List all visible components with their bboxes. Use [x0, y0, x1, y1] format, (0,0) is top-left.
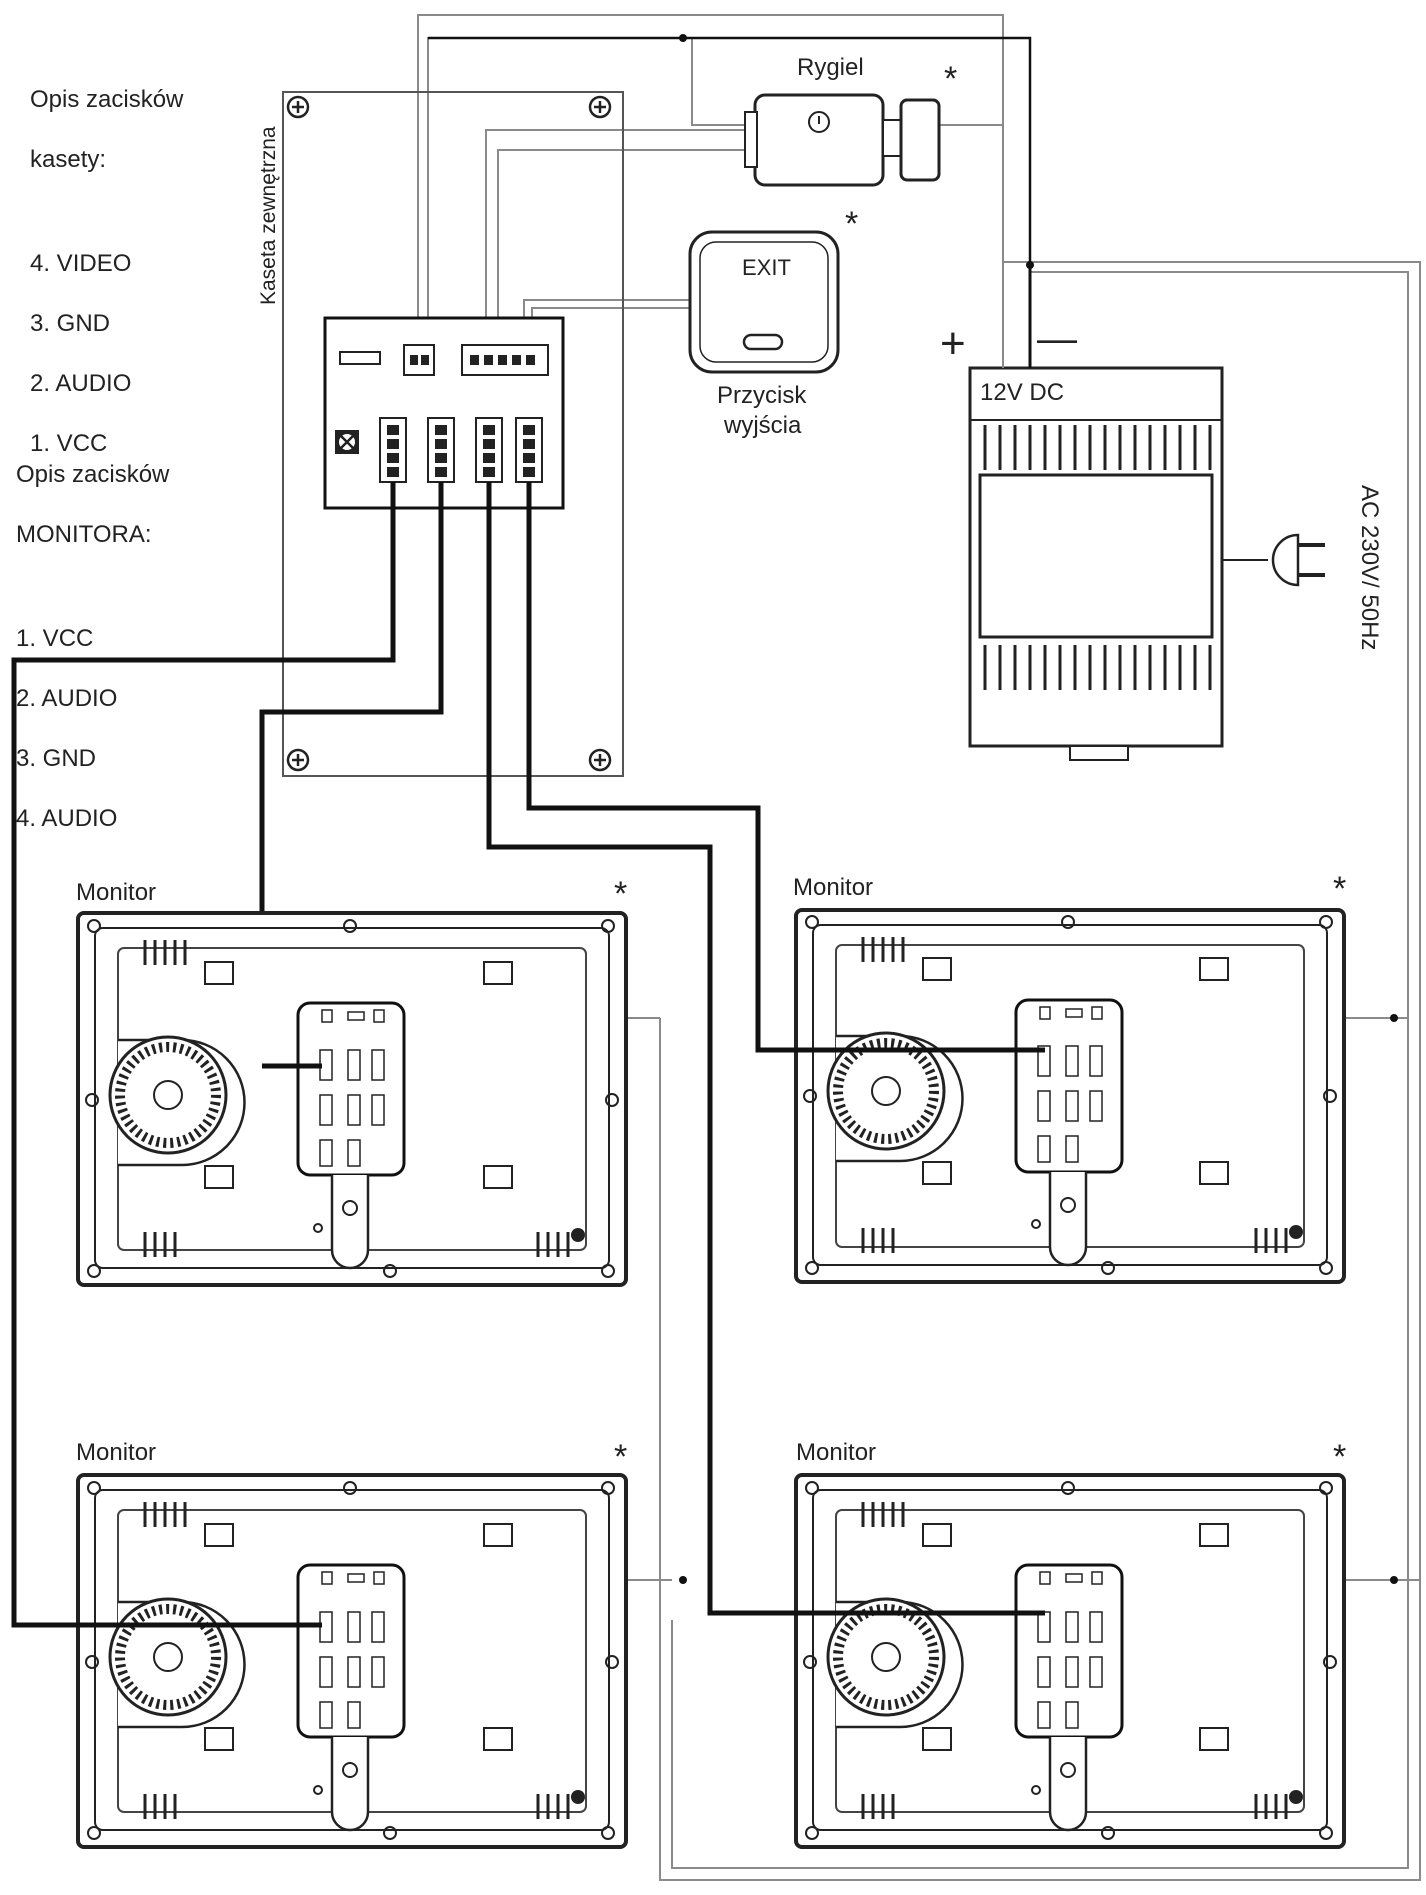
lock-power-wire: [428, 36, 1032, 262]
legend-panel-item: 4. VIDEO: [30, 250, 132, 277]
door-lock: Rygiel: [744, 54, 941, 187]
power-supply: + — 12V DC AC 230V/ 50Hz: [940, 317, 1383, 761]
psu-label: 12V DC: [980, 379, 1064, 406]
legend-panel-title-2: kasety:: [30, 146, 107, 173]
legend-monitor-title-2: MONITORA:: [16, 521, 152, 548]
speaker-icon: [826, 1031, 946, 1151]
screw-icon: [286, 95, 612, 772]
outdoor-panel: Kaseta zewnętrzna: [257, 91, 624, 777]
legend-panel: Opis zacisków kasety: 4. VIDEO 3. GND 2.…: [30, 55, 183, 489]
monitor-2: Monitor *: [793, 870, 1346, 1284]
psu-plus: +: [940, 319, 966, 368]
monitor-label: Monitor: [796, 1439, 876, 1466]
speaker-icon: [108, 1597, 228, 1717]
monitor-terminal-board: [1014, 1563, 1124, 1739]
exit-button-label-1: Przycisk: [717, 382, 807, 409]
monitor-marker: *: [1333, 1438, 1346, 1476]
legend-monitor-item: 3. GND: [16, 745, 97, 772]
plug-icon: [1222, 533, 1325, 587]
monitor-terminal-board: [296, 1563, 406, 1739]
lock-label: Rygiel: [797, 54, 864, 81]
legend-panel-item: 2. AUDIO: [30, 370, 132, 397]
monitor-label: Monitor: [76, 879, 156, 906]
legend-monitor-title-1: Opis zacisków: [16, 461, 170, 488]
panel-circuit-board: [323, 316, 565, 510]
exit-button: EXIT Przycisk wyjścia: [688, 230, 840, 439]
monitor-marker: *: [614, 1438, 627, 1476]
lock-marker: *: [944, 60, 957, 98]
monitor-marker: *: [1333, 870, 1346, 908]
legend-panel-title-1: Opis zacisków: [30, 86, 184, 113]
speaker-icon: [826, 1597, 946, 1717]
legend-monitor-item: 4. AUDIO: [16, 805, 118, 832]
legend-panel-item: 3. GND: [30, 310, 111, 337]
monitor-marker: *: [614, 875, 627, 913]
panel-logo-icon: [335, 430, 359, 454]
junction-dot: [1026, 261, 1034, 269]
exit-button-label-2: wyjścia: [723, 412, 802, 439]
legend-monitor-item: 1. VCC: [16, 625, 94, 652]
outdoor-panel-label: Kaseta zewnętrzna: [257, 126, 280, 305]
psu-minus: —: [1037, 317, 1077, 361]
exit-button-face: EXIT: [742, 255, 791, 280]
speaker-icon: [108, 1035, 228, 1155]
monitor-terminal-board: [1014, 998, 1124, 1174]
monitor-4: Monitor *: [794, 1438, 1346, 1849]
junction-dots: [679, 34, 1398, 1584]
monitor-1: Monitor *: [76, 875, 628, 1287]
monitor-label: Monitor: [76, 1439, 156, 1466]
monitor-terminal-board: [296, 1001, 406, 1177]
exit-button-marker: *: [845, 205, 858, 243]
monitor-label: Monitor: [793, 874, 873, 901]
mains-label: AC 230V/ 50Hz: [1356, 485, 1383, 650]
legend-monitor-item: 2. AUDIO: [16, 685, 118, 712]
signal-wire-ends: [14, 1047, 1045, 1628]
legend-monitor: Opis zacisków MONITORA: 1. VCC 2. AUDIO …: [16, 430, 169, 864]
legend-panel-item: 1. VCC: [30, 430, 108, 457]
monitor-3: Monitor *: [76, 1438, 628, 1849]
